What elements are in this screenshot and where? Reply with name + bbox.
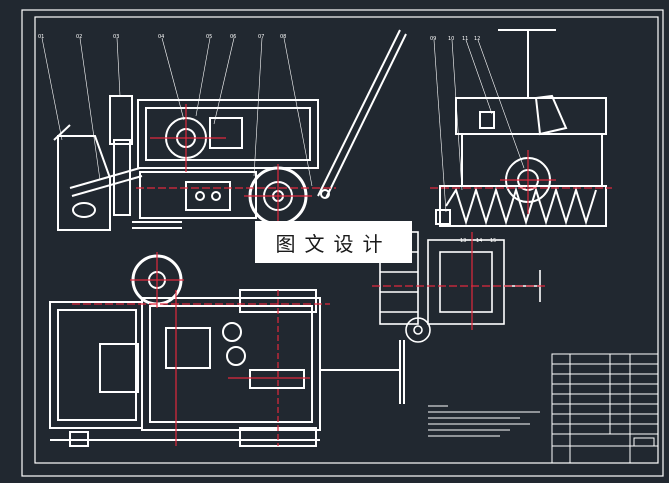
front-view [53, 29, 407, 231]
callout-label: 07 [258, 34, 264, 40]
callout-label: 09 [430, 36, 436, 42]
inner-border [34, 16, 659, 464]
callout-label: 04 [158, 34, 164, 40]
top-view [49, 254, 405, 447]
callout-label: 14 [476, 238, 482, 244]
callout-label: 06 [230, 34, 236, 40]
callout-label: 10 [448, 36, 454, 42]
side-leaders [433, 39, 525, 213]
callout-label: 12 [474, 36, 480, 42]
front-callouts: 01 02 03 04 05 06 07 08 [38, 34, 286, 40]
side-view [435, 29, 607, 227]
title-block [551, 353, 659, 464]
callout-label: 08 [280, 34, 286, 40]
section-centerlines [372, 232, 548, 330]
callout-label: 03 [113, 34, 119, 40]
callout-label: 02 [76, 34, 82, 40]
section-callouts: 13 14 15 [460, 238, 496, 244]
watermark-label: 图文设计 [255, 221, 412, 263]
side-callouts: 09 10 11 12 [430, 36, 480, 42]
callout-label: 05 [206, 34, 212, 40]
top-view-centerlines [72, 252, 330, 446]
side-view-centerlines [430, 150, 612, 214]
callout-label: 01 [38, 34, 44, 40]
outer-border [21, 9, 664, 477]
front-view-centerlines [136, 104, 336, 228]
callout-label: 13 [460, 238, 466, 244]
technical-notes [428, 405, 540, 437]
front-leaders [41, 37, 313, 187]
callout-label: 15 [490, 238, 496, 244]
callout-label: 11 [462, 36, 468, 42]
